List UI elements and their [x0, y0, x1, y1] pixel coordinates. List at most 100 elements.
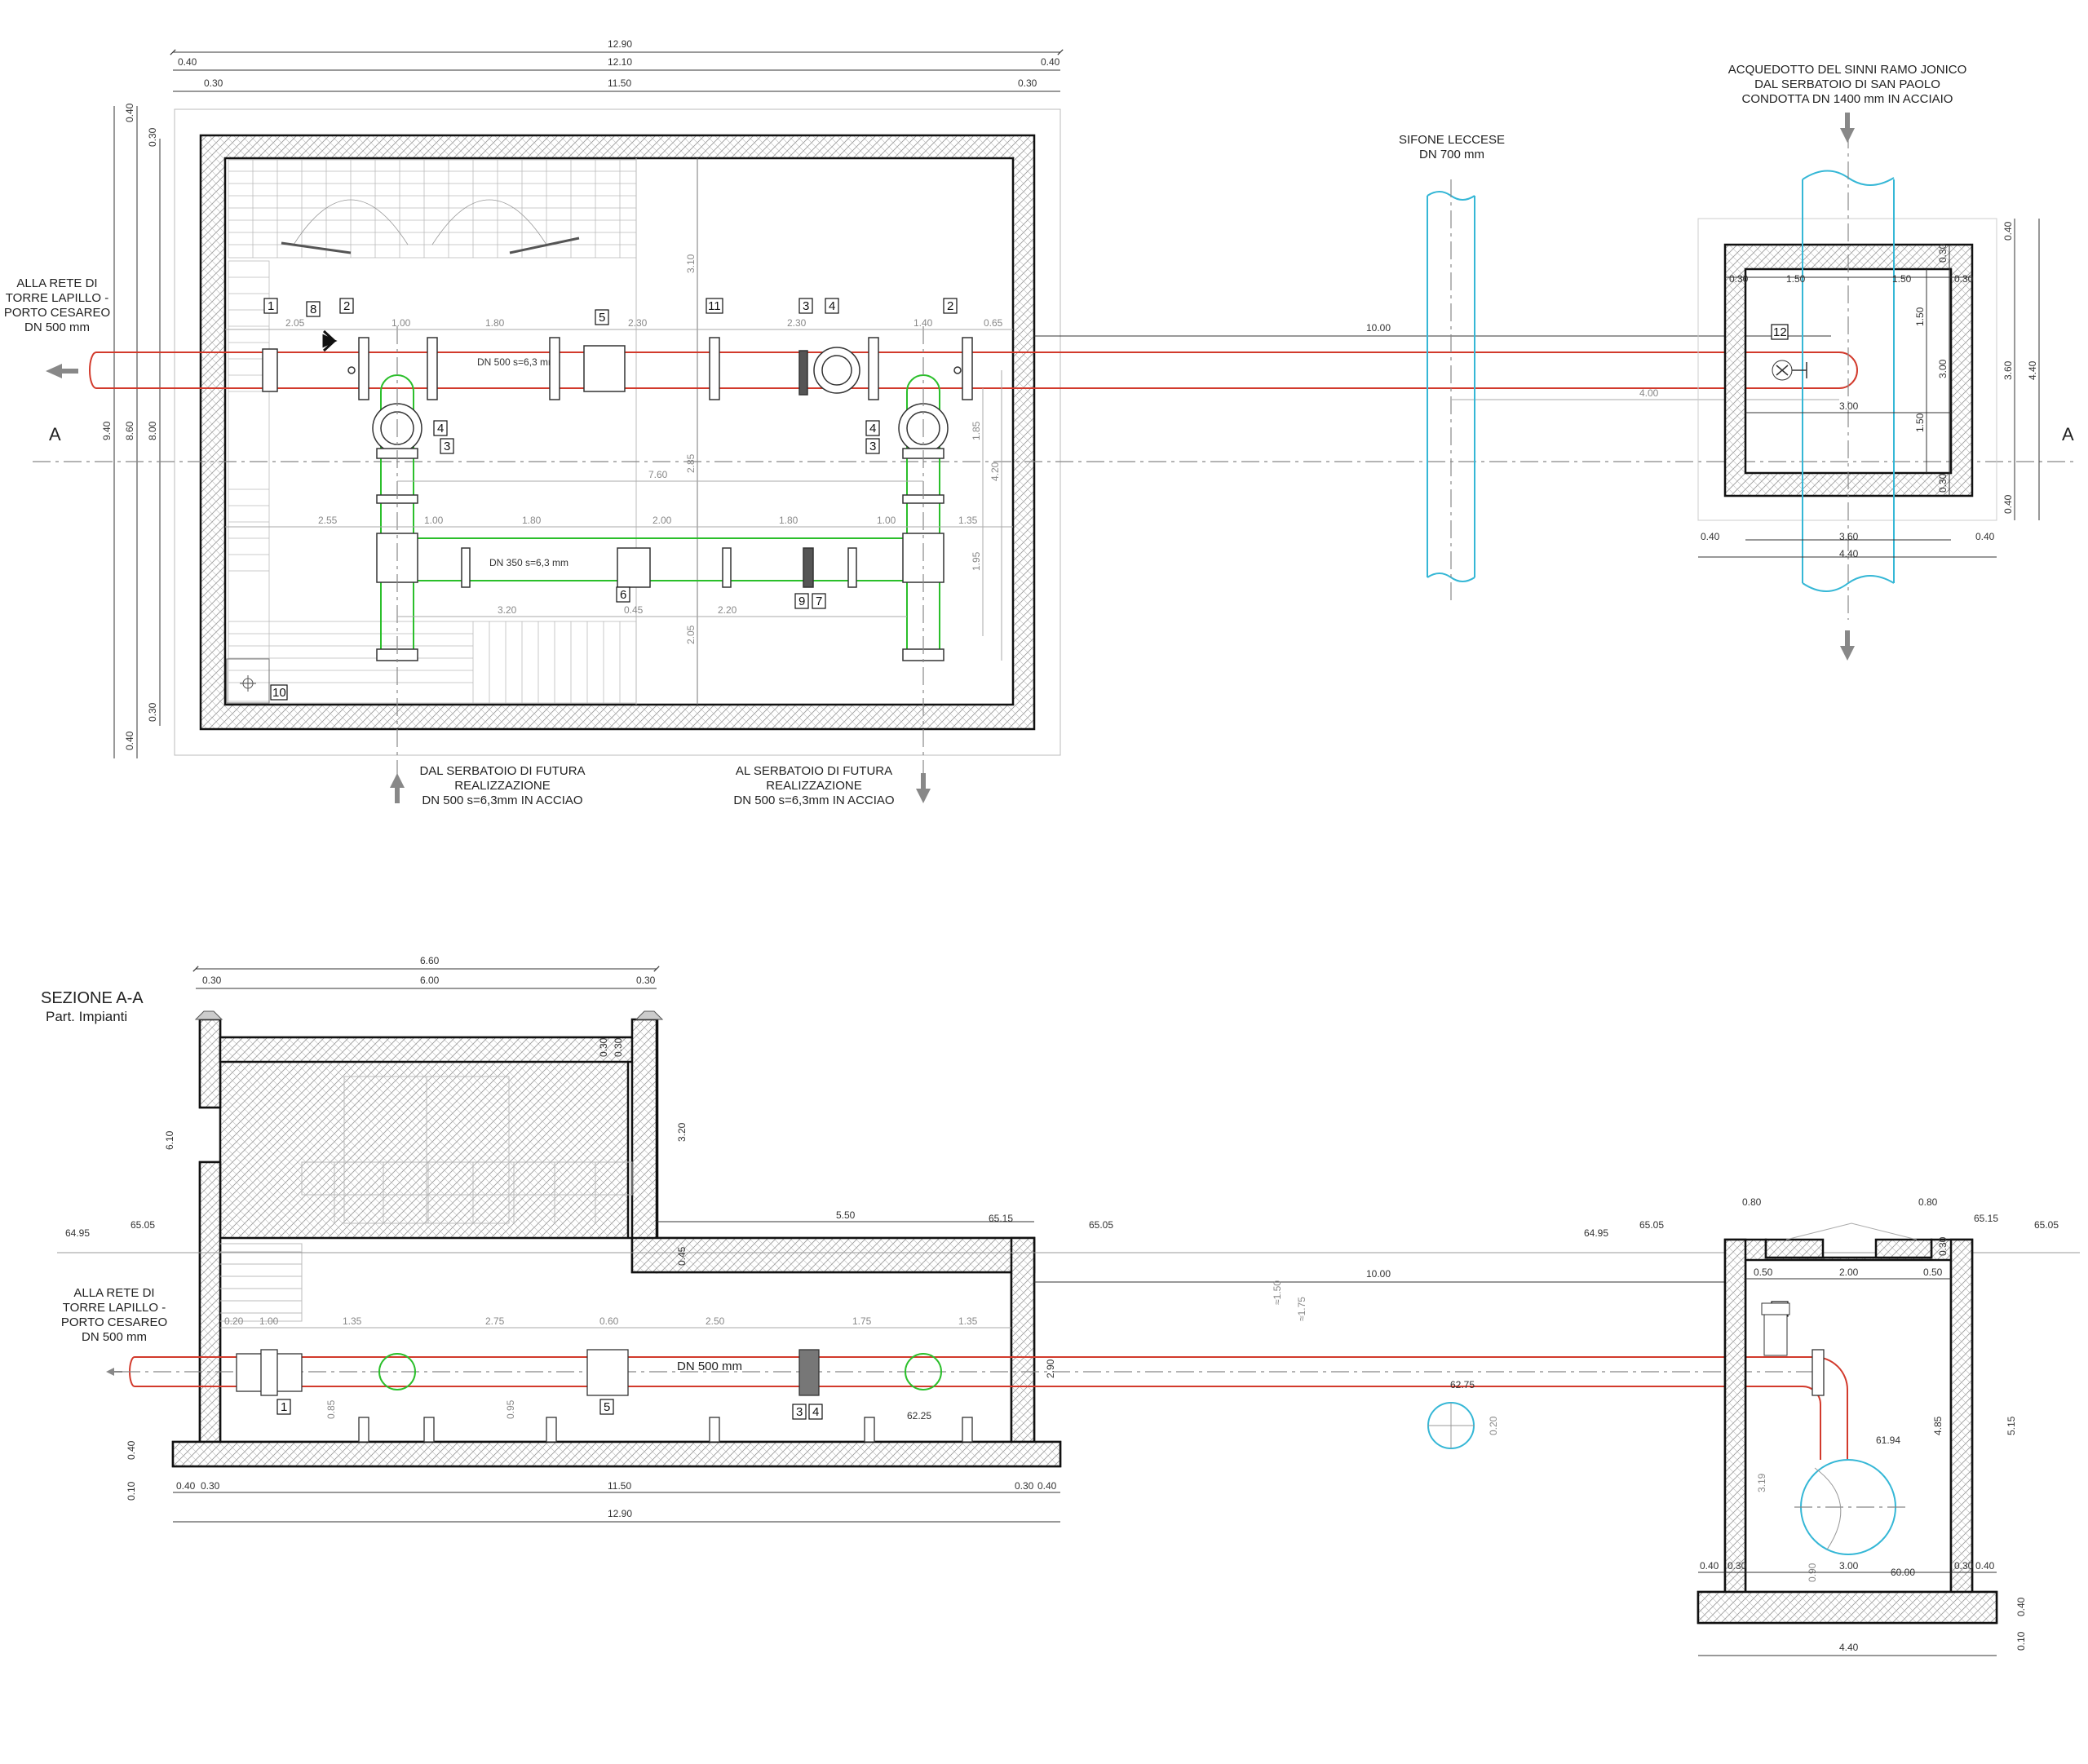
from-tank-line3: DN 500 s=6,3mm IN ACCIAO — [422, 794, 582, 807]
section-row-dims: 0.20 1.00 1.35 2.75 0.60 2.50 1.75 1.35 — [224, 1315, 978, 1327]
pipe-main-label: DN 500 s=6,3 mm — [477, 356, 556, 368]
dim-0-30-bot: 0.30 — [147, 702, 158, 722]
svg-text:0.40: 0.40 — [2002, 221, 2014, 241]
section-marker-left: A — [49, 424, 61, 444]
arrow-down-icon — [916, 773, 931, 803]
tag-7: 7 — [816, 595, 822, 608]
svg-text:0.60: 0.60 — [599, 1315, 619, 1327]
dim-0-30-right: 0.30 — [1018, 77, 1037, 89]
sec-dim: 0.30 — [636, 975, 656, 986]
svg-text:0.20: 0.20 — [224, 1315, 244, 1327]
svg-text:0.30: 0.30 — [1729, 273, 1749, 285]
svg-text:62.75: 62.75 — [1450, 1379, 1475, 1390]
tag-3c: 3 — [869, 440, 876, 453]
svg-text:61.94: 61.94 — [1876, 1435, 1900, 1446]
svg-text:0.30: 0.30 — [201, 1480, 220, 1492]
dim-0-30-left: 0.30 — [204, 77, 223, 89]
acquedotto-pipe — [1802, 130, 1895, 620]
row2-dim: 2.55 — [318, 515, 338, 526]
dim-0-40-bot: 0.40 — [124, 731, 135, 750]
svg-text:2.50: 2.50 — [706, 1315, 725, 1327]
svg-text:11.50: 11.50 — [608, 1480, 631, 1492]
to-tank-line3: DN 500 s=6,3mm IN ACCIAO — [733, 794, 894, 807]
row3-dim: 2.20 — [718, 604, 737, 616]
svg-text:3.60: 3.60 — [2002, 360, 2014, 380]
row2-dim: 2.00 — [652, 515, 672, 526]
row1-dim: 0.65 — [984, 317, 1003, 329]
svg-text:0.40: 0.40 — [1701, 531, 1720, 542]
svg-text:0.30: 0.30 — [1937, 473, 1949, 493]
sec-tag-1b: 1 — [281, 1400, 287, 1414]
svg-text:0.20: 0.20 — [1488, 1416, 1499, 1435]
svg-text:0.40: 0.40 — [2002, 494, 2014, 514]
svg-text:1.50: 1.50 — [1892, 273, 1912, 285]
item8-icon — [322, 329, 338, 352]
dim-8-60: 8.60 — [124, 421, 135, 440]
tag-2b: 2 — [947, 299, 953, 313]
section-fittings — [236, 1349, 1825, 1449]
svg-text:3.60: 3.60 — [1839, 531, 1859, 542]
svg-text:0.50: 0.50 — [1754, 1267, 1773, 1278]
svg-text:0.40: 0.40 — [1700, 1560, 1719, 1572]
svg-text:0.30: 0.30 — [613, 1037, 624, 1057]
svg-text:4.40: 4.40 — [1839, 1642, 1859, 1653]
row1-dim: 2.30 — [628, 317, 648, 329]
svg-text:0.30: 0.30 — [1954, 1560, 1974, 1572]
svg-text:0.50: 0.50 — [1923, 1267, 1943, 1278]
section-view: SEZIONE A-A Part. Impianti 6.60 0.30 6.0… — [41, 955, 2080, 1656]
row2-dim: 1.35 — [958, 515, 978, 526]
sec-dim-10-00: 10.00 — [1366, 1268, 1391, 1280]
sec-tag-3: 3 — [796, 1405, 803, 1419]
svg-text:3.00: 3.00 — [1839, 1560, 1859, 1572]
section-bottom-dims: 0.40 0.30 11.50 0.30 0.40 — [176, 1480, 1057, 1492]
grating — [228, 159, 637, 704]
row2-dim: 1.00 — [424, 515, 444, 526]
dim-12-90: 12.90 — [608, 38, 632, 50]
plan-view: 12.90 12.10 0.40 0.40 11.50 0.30 0.30 9.… — [4, 38, 2076, 807]
svg-text:65.05: 65.05 — [1089, 1219, 1113, 1231]
acq-label-1: ACQUEDOTTO DEL SINNI RAMO JONICO — [1728, 63, 1967, 77]
svg-text:≈1.50: ≈1.50 — [1272, 1280, 1283, 1305]
from-tank-line1: DAL SERBATOIO DI FUTURA — [419, 764, 585, 778]
section-subtitle: Part. Impianti — [46, 1009, 127, 1024]
acq-label-2: DAL SERBATOIO DI SAN PAOLO — [1754, 77, 1940, 91]
svg-text:65.05: 65.05 — [2034, 1219, 2059, 1231]
vert-dim: 3.10 — [685, 254, 697, 273]
svg-text:0.10: 0.10 — [2015, 1631, 2027, 1651]
to-tank-line1: AL SERBATOIO DI FUTURA — [736, 764, 892, 778]
plan-row-dims: 2.05 1.00 1.80 2.30 2.30 1.40 0.65 7.60 … — [225, 254, 1839, 661]
svg-text:3.20: 3.20 — [676, 1122, 688, 1142]
dim-0-40-left: 0.40 — [178, 56, 197, 68]
dim-11-50: 11.50 — [608, 77, 631, 89]
svg-text:3.00: 3.00 — [1839, 400, 1859, 412]
svg-text:0.40: 0.40 — [1037, 1480, 1057, 1492]
row1-dim: 1.40 — [914, 317, 933, 329]
sec-left-label-2: TORRE LAPILLO - — [63, 1301, 166, 1315]
tag-9: 9 — [798, 595, 805, 608]
svg-text:0.80: 0.80 — [1918, 1196, 1938, 1208]
tag-4: 4 — [829, 299, 835, 313]
sec-left-label-3: PORTO CESAREO — [61, 1315, 167, 1329]
left-label-line2: TORRE LAPILLO - — [6, 291, 108, 305]
dim-0-30-top: 0.30 — [147, 127, 158, 147]
vert-dim: 4.20 — [989, 462, 1001, 481]
svg-text:62.25: 62.25 — [907, 1410, 931, 1421]
svg-text:4.40: 4.40 — [2027, 360, 2038, 380]
svg-text:0.85: 0.85 — [325, 1399, 337, 1419]
svg-text:3.19: 3.19 — [1756, 1473, 1767, 1492]
vert-dim: 1.95 — [971, 551, 982, 571]
chamber-dims: 0.30 1.50 1.50 0.30 3.00 0.40 3.60 0.40 … — [1698, 219, 2040, 559]
svg-text:0.45: 0.45 — [676, 1246, 688, 1266]
svg-text:0.40: 0.40 — [1975, 1560, 1995, 1572]
svg-text:0.30: 0.30 — [1727, 1560, 1747, 1572]
span-dim: 7.60 — [648, 469, 668, 480]
svg-text:0.30: 0.30 — [1015, 1480, 1034, 1492]
sec-dim: 6.00 — [420, 975, 440, 986]
svg-text:0.95: 0.95 — [505, 1399, 516, 1419]
sifone-pipe — [1427, 179, 1475, 600]
pipe-sec-label: DN 350 s=6,3 mm — [489, 557, 568, 568]
svg-text:64.95: 64.95 — [1584, 1227, 1608, 1239]
svg-text:1.50: 1.50 — [1914, 307, 1926, 326]
svg-text:65.15: 65.15 — [1974, 1213, 1998, 1224]
arrow-down-icon — [1840, 630, 1855, 661]
